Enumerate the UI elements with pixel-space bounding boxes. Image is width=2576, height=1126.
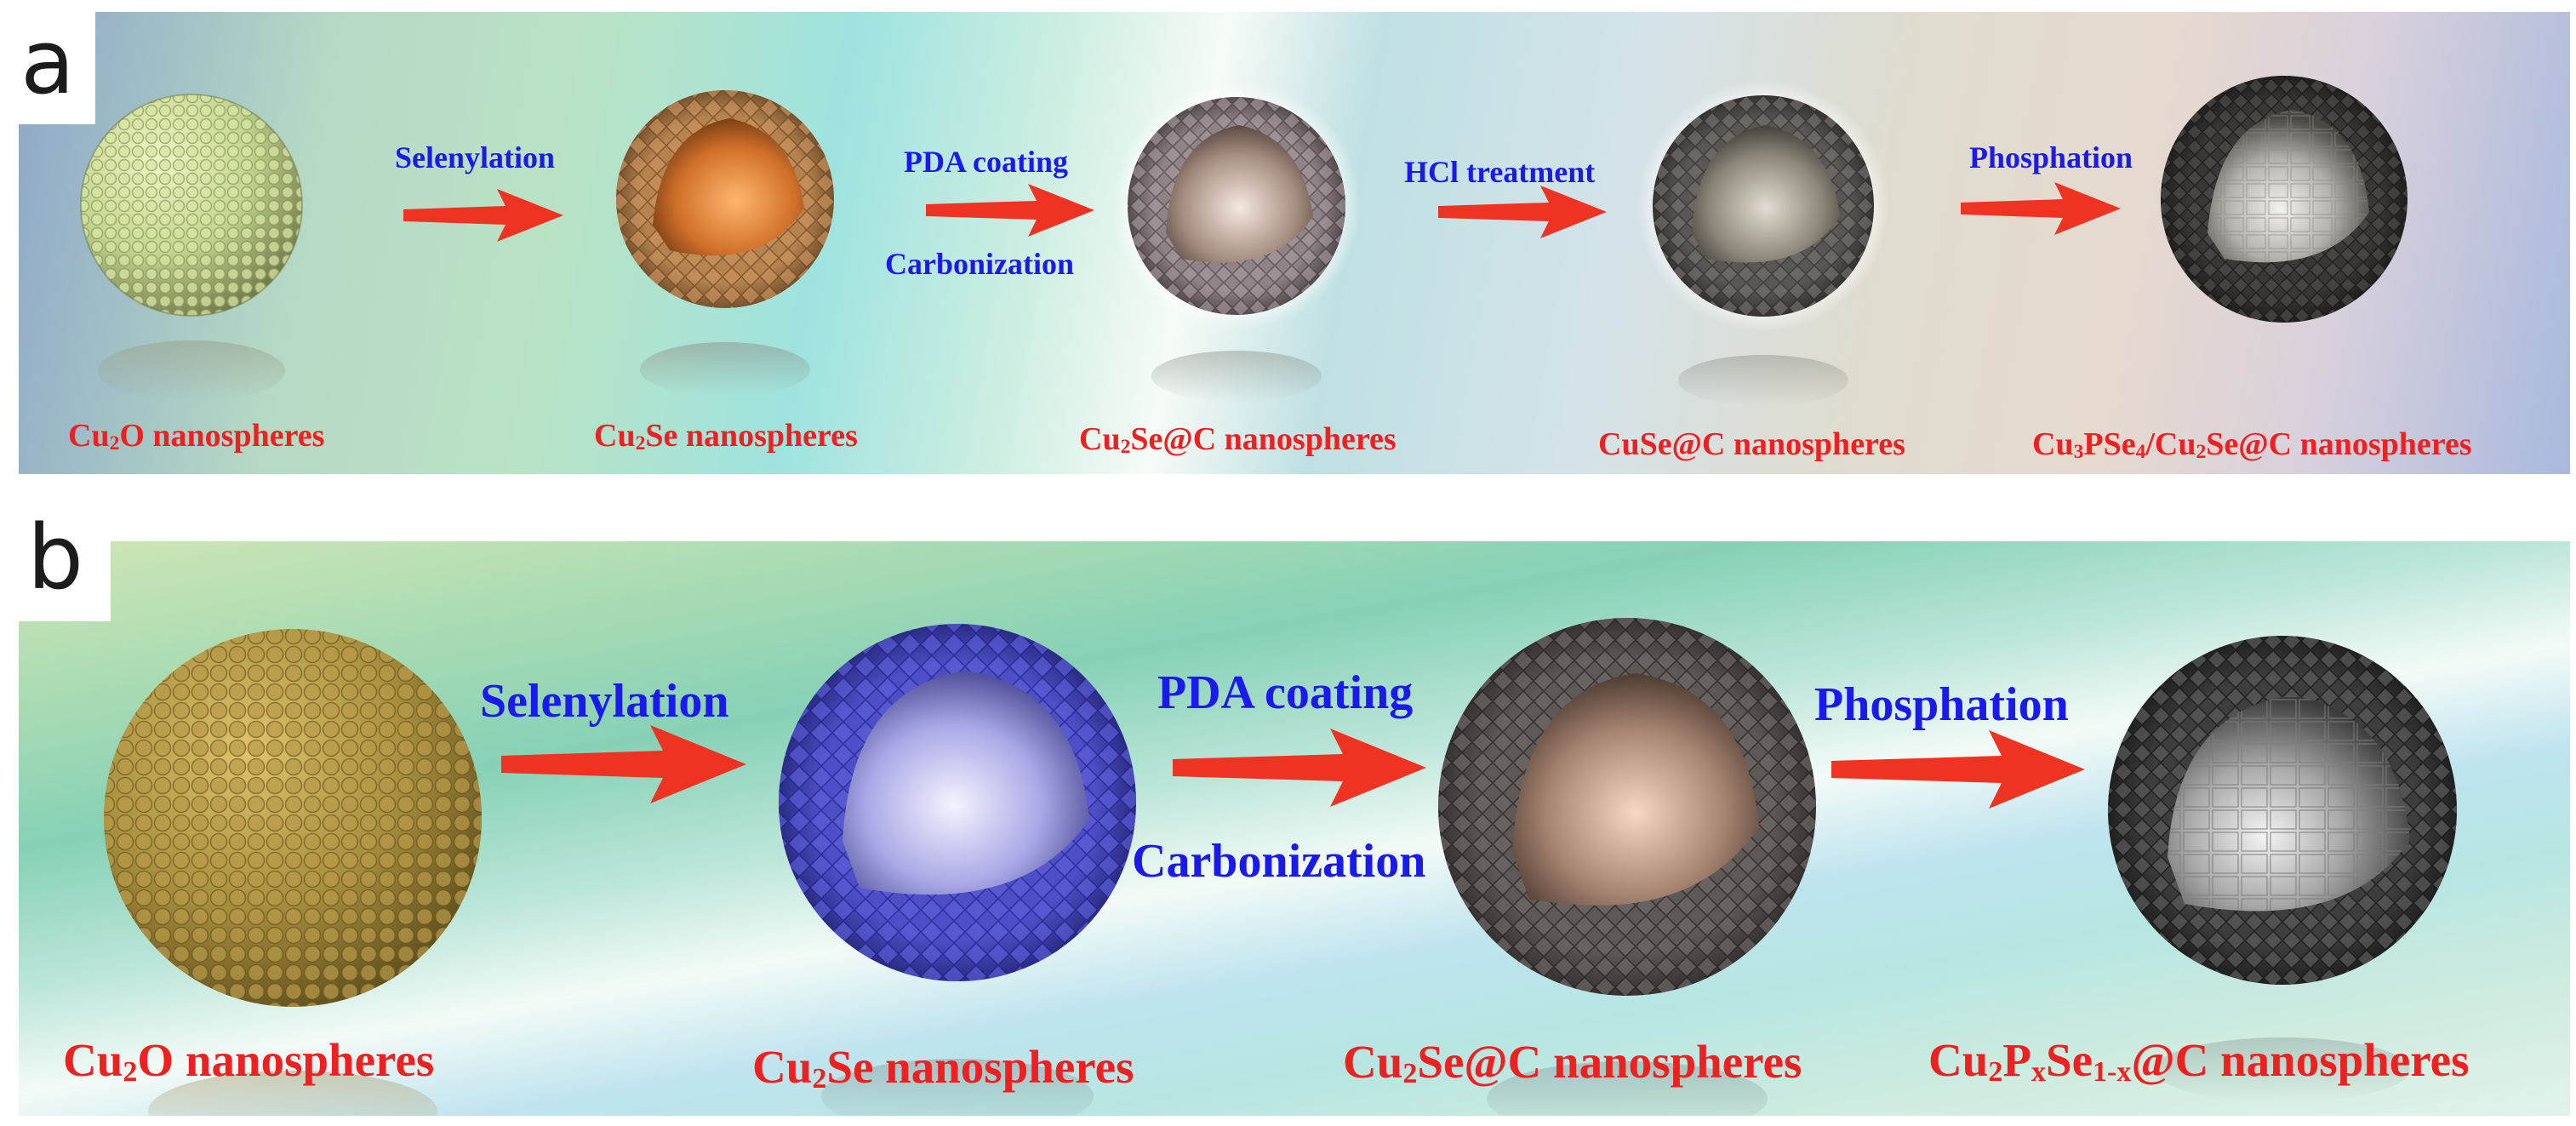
cu3pse4-hollow-sphere-a-icon	[2161, 76, 2408, 323]
cu2se-hollow-sphere-b-icon	[779, 624, 1136, 1116]
product-label-a-2: Cu2Se nanospheres	[594, 418, 858, 455]
product-label-b-3: Cu2Se@C nanospheres	[1343, 1036, 1802, 1090]
step-carbonization-b: Carbonization	[1132, 835, 1426, 888]
cu2o-sphere-b-icon	[104, 629, 482, 1116]
cuse-c-hollow-sphere-a-icon	[1637, 80, 1889, 406]
product-label-a-4: CuSe@C nanospheres	[1598, 426, 1905, 462]
cu2se-c-hollow-sphere-b-icon	[1438, 618, 1816, 1116]
product-label-b-1: Cu2O nanospheres	[63, 1034, 435, 1089]
arrow-b3-icon	[1831, 730, 2085, 809]
panel-a: Selenylation PDA coating Carbonization H…	[19, 12, 2570, 474]
cu2se-c-hollow-sphere-a-icon	[1113, 82, 1360, 402]
product-label-a-3: Cu2Se@C nanospheres	[1079, 421, 1397, 459]
step-carbonization-a: Carbonization	[885, 247, 1075, 281]
step-phosphation-a: Phosphation	[1969, 140, 2133, 174]
cu2se-hollow-sphere-a-icon	[616, 90, 834, 397]
step-selenylation-a: Selenylation	[395, 140, 556, 174]
product-label-b-2: Cu2Se nanospheres	[752, 1041, 1134, 1095]
cu2o-sphere-a-icon	[80, 94, 303, 402]
step-pda-coating-b: PDA coating	[1157, 666, 1414, 719]
arrow-a1-icon	[403, 189, 563, 242]
step-phosphation-b: Phosphation	[1814, 678, 2069, 731]
arrow-a3-icon	[1438, 186, 1607, 238]
panel-letter-b: b	[0, 494, 111, 621]
step-hcl-treatment-a: HCl treatment	[1404, 155, 1596, 189]
cu2pxse1-x-c-hollow-sphere-b-icon	[2108, 636, 2457, 1102]
product-label-a-5: Cu3PSe4/Cu2Se@C nanospheres	[2032, 426, 2472, 464]
product-label-a-1: Cu2O nanospheres	[68, 418, 325, 455]
product-label-b-4: Cu2PxSe1-x@C nanospheres	[1928, 1034, 2470, 1089]
step-selenylation-b: Selenylation	[480, 675, 729, 728]
arrow-b1-icon	[501, 725, 746, 803]
arrow-a2-icon	[926, 184, 1094, 237]
panel-b: Selenylation PDA coating Carbonization P…	[19, 541, 2570, 1116]
step-pda-coating-a: PDA coating	[904, 145, 1068, 179]
arrow-a4-icon	[1961, 182, 2121, 235]
panel-letter-a: a	[0, 0, 95, 124]
arrow-b2-icon	[1173, 729, 1426, 807]
